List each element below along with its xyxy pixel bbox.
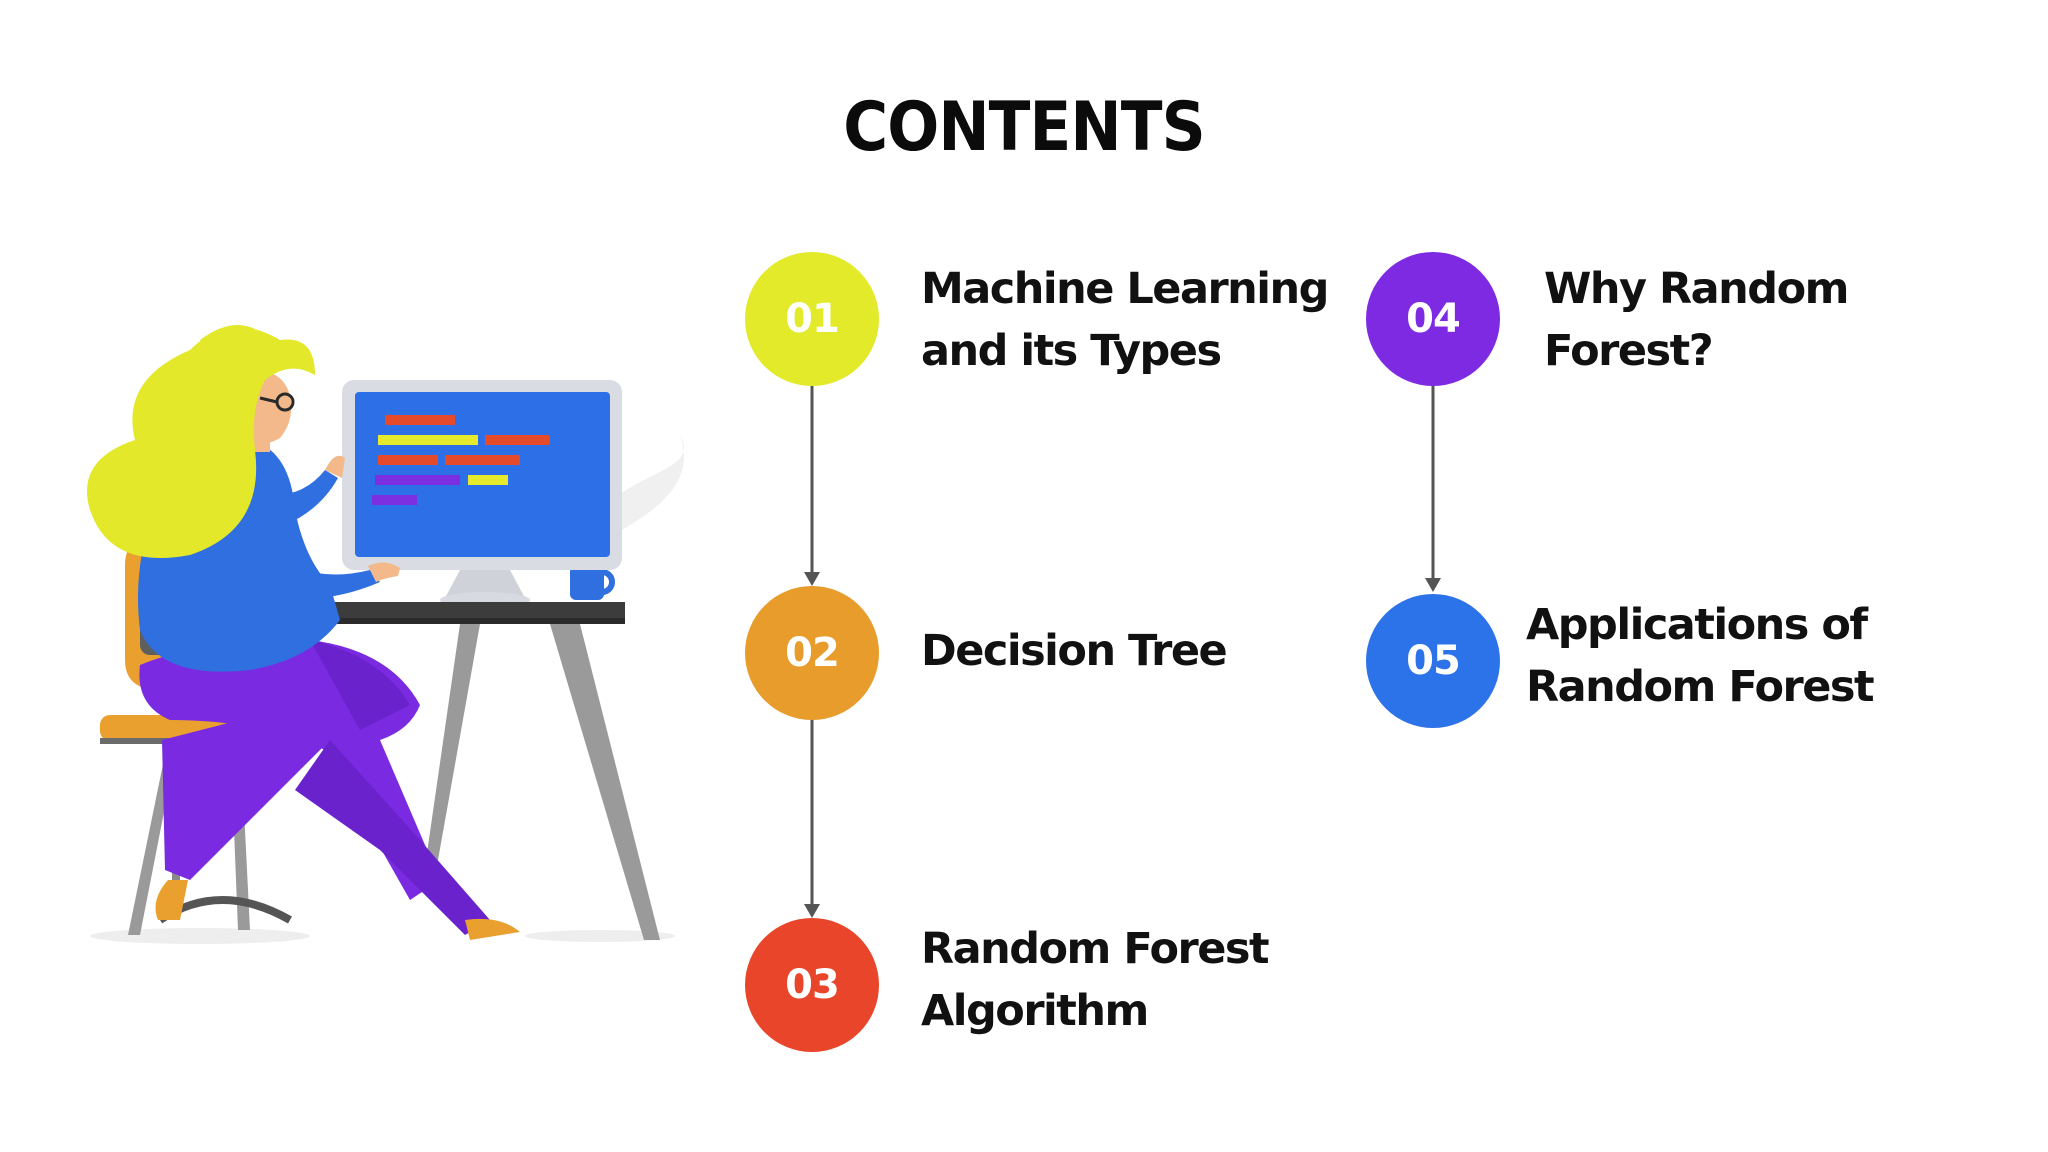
item-label-line: Random Forest [1526, 662, 1875, 712]
item-label-line: Machine Learning [921, 264, 1329, 314]
code-line [378, 435, 478, 445]
item-label-machine-learning[interactable]: Machine Learning and its Types [921, 258, 1329, 382]
item-number-badge: 04 [1366, 252, 1500, 386]
code-line [385, 415, 455, 425]
person-hand-raised [325, 455, 345, 478]
page-title: CONTENTS [843, 88, 1205, 167]
item-label-line: Applications of [1526, 600, 1868, 650]
item-label-applications[interactable]: Applications of Random Forest [1526, 594, 1875, 718]
code-line [375, 475, 460, 485]
code-line [372, 495, 417, 505]
item-label-why-random-forest[interactable]: Why Random Forest? [1544, 258, 1849, 382]
code-line [445, 455, 520, 465]
desk-edge [330, 618, 625, 624]
desk-leg-left [426, 624, 480, 860]
item-number-badge: 05 [1366, 594, 1500, 728]
desk-leg-right [550, 624, 660, 940]
item-number-badge: 01 [745, 252, 879, 386]
developer-illustration [87, 325, 684, 944]
item-label-line: Forest? [1544, 326, 1714, 376]
item-label-line: Decision Tree [921, 626, 1228, 676]
mug-body [570, 566, 604, 600]
item-label-line: Random Forest [921, 924, 1270, 974]
person-pants-shade [310, 640, 410, 730]
item-label-decision-tree[interactable]: Decision Tree [921, 620, 1228, 682]
item-label-line: Why Random [1544, 264, 1849, 314]
person-leg-back [162, 720, 330, 880]
item-label-line: and its Types [921, 326, 1222, 376]
person-shoe [155, 880, 188, 920]
mug-handle [601, 569, 615, 595]
arrow-down-icon [804, 904, 820, 918]
person-hand [368, 562, 400, 582]
item-number-badge: 02 [745, 586, 879, 720]
item-label-random-forest-algorithm[interactable]: Random Forest Algorithm [921, 918, 1270, 1042]
person-arm-raised [275, 470, 338, 525]
person-leg-lower [295, 740, 490, 935]
floor-shadow-right [525, 930, 675, 942]
floor-shadow-left [90, 928, 310, 944]
item-number-badge: 03 [745, 918, 879, 1052]
arrow-down-icon [1425, 578, 1441, 592]
person-hair [87, 327, 315, 558]
arrow-down-icon [804, 572, 820, 586]
monitor-stand [445, 570, 525, 598]
person-arm [260, 550, 380, 599]
code-line [378, 455, 438, 465]
person-hair-top [200, 325, 270, 365]
code-line [485, 435, 550, 445]
person-shoe [465, 918, 520, 940]
code-line [468, 475, 508, 485]
item-label-line: Algorithm [921, 986, 1149, 1036]
monitor-screen [355, 392, 610, 557]
glasses-arm [259, 396, 278, 404]
